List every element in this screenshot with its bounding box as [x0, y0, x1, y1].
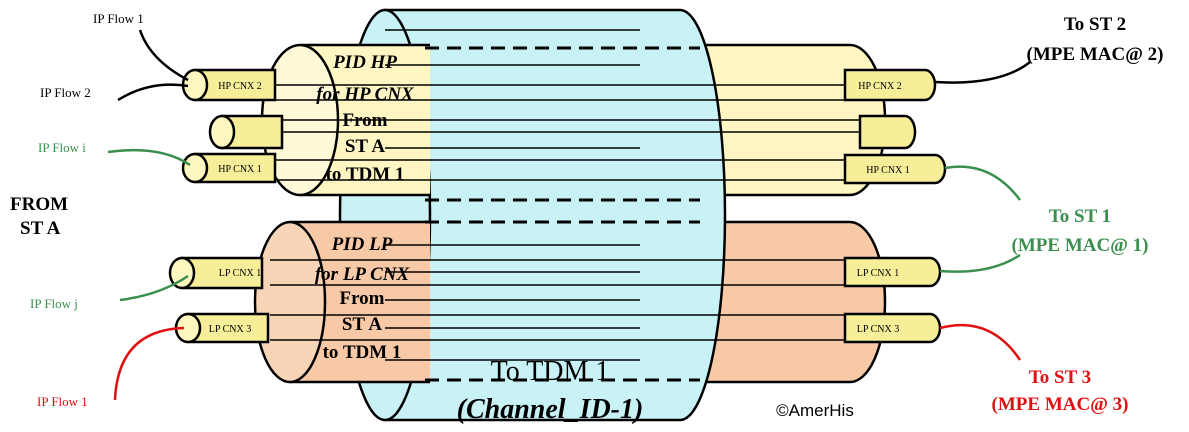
hp-cnx-extra-right: [858, 114, 917, 150]
hp-cnx-2-right-label: HP CNX 2: [858, 81, 902, 92]
lp-cnx-3-right-label: LP CNX 3: [857, 324, 899, 335]
pid-hp-line1: PID HP: [332, 52, 397, 73]
lp-cnx-1-left-label: LP CNX 1: [219, 268, 261, 279]
flow-curves: [107, 29, 1031, 401]
ip-flow-2-label: IP Flow 2: [40, 85, 91, 100]
to-st-1-line1: To ST 1: [1049, 206, 1111, 227]
channel-id-label: (Channel_ID-1): [457, 394, 644, 425]
from-st-a-line1: FROM: [10, 194, 68, 215]
to-st-3-line2: (MPE MAC@ 3): [992, 394, 1129, 415]
copyright-label: ©AmerHis: [776, 401, 854, 420]
to-st-3-line1: To ST 3: [1029, 367, 1091, 388]
hp-cnx-2-left-label: HP CNX 2: [218, 81, 262, 92]
pid-lp-line5: to TDM 1: [323, 342, 402, 363]
pid-lp-label: PID LP for LP CNX From ST A to TDM 1: [315, 234, 411, 363]
to-tdm-1-label: To TDM 1: [491, 356, 610, 387]
to-st-2-line1: To ST 2: [1064, 14, 1126, 35]
lp-cnx-3-left: LP CNX 3: [174, 312, 270, 344]
pid-lp-line4: ST A: [342, 314, 383, 335]
ip-flow-1-bottom-label: IP Flow 1: [37, 394, 88, 409]
pid-hp-line2: for HP CNX: [316, 84, 415, 105]
lp-cnx-3-right: LP CNX 3: [843, 312, 942, 344]
ip-flow-i-label: IP Flow i: [38, 140, 86, 155]
pid-lp-line1: PID LP: [331, 234, 393, 255]
channel-dashed-lines: [425, 46, 700, 382]
pid-hp-line3: From: [342, 110, 387, 131]
pid-hp-line5: to TDM 1: [326, 164, 405, 185]
ip-flow-j-label: IP Flow j: [30, 296, 78, 311]
hp-cnx-1-left-label: HP CNX 1: [218, 164, 262, 175]
pid-hp-line4: ST A: [345, 136, 386, 157]
from-st-a-line2: ST A: [20, 218, 61, 239]
lp-cnx-1-left: LP CNX 1: [168, 256, 264, 290]
pid-lp-line2: for LP CNX: [315, 264, 411, 285]
hp-cnx-extra-left: [208, 114, 284, 150]
lp-cnx-1-right-label: LP CNX 1: [857, 268, 899, 279]
hp-cnx-1-left: HP CNX 1: [181, 152, 277, 184]
lp-cnx-1-right: LP CNX 1: [843, 256, 942, 288]
hp-cnx-2-left: HP CNX 2: [181, 68, 277, 102]
channel-lines: [270, 29, 860, 361]
to-st-2-line2: (MPE MAC@ 2): [1027, 44, 1164, 65]
pid-lp-line3: From: [339, 288, 384, 309]
to-st-1-line2: (MPE MAC@ 1): [1012, 235, 1149, 256]
lp-pipe-left: [253, 220, 430, 384]
lp-cnx-3-left-label: LP CNX 3: [209, 324, 251, 335]
hp-cnx-1-right: HP CNX 1: [843, 153, 947, 185]
ip-flow-1-top-label: IP Flow 1: [93, 11, 144, 26]
hp-cnx-2-right: HP CNX 2: [843, 68, 937, 102]
hp-cnx-1-right-label: HP CNX 1: [866, 165, 910, 176]
pid-hp-label: PID HP for HP CNX From ST A to TDM 1: [316, 52, 415, 185]
